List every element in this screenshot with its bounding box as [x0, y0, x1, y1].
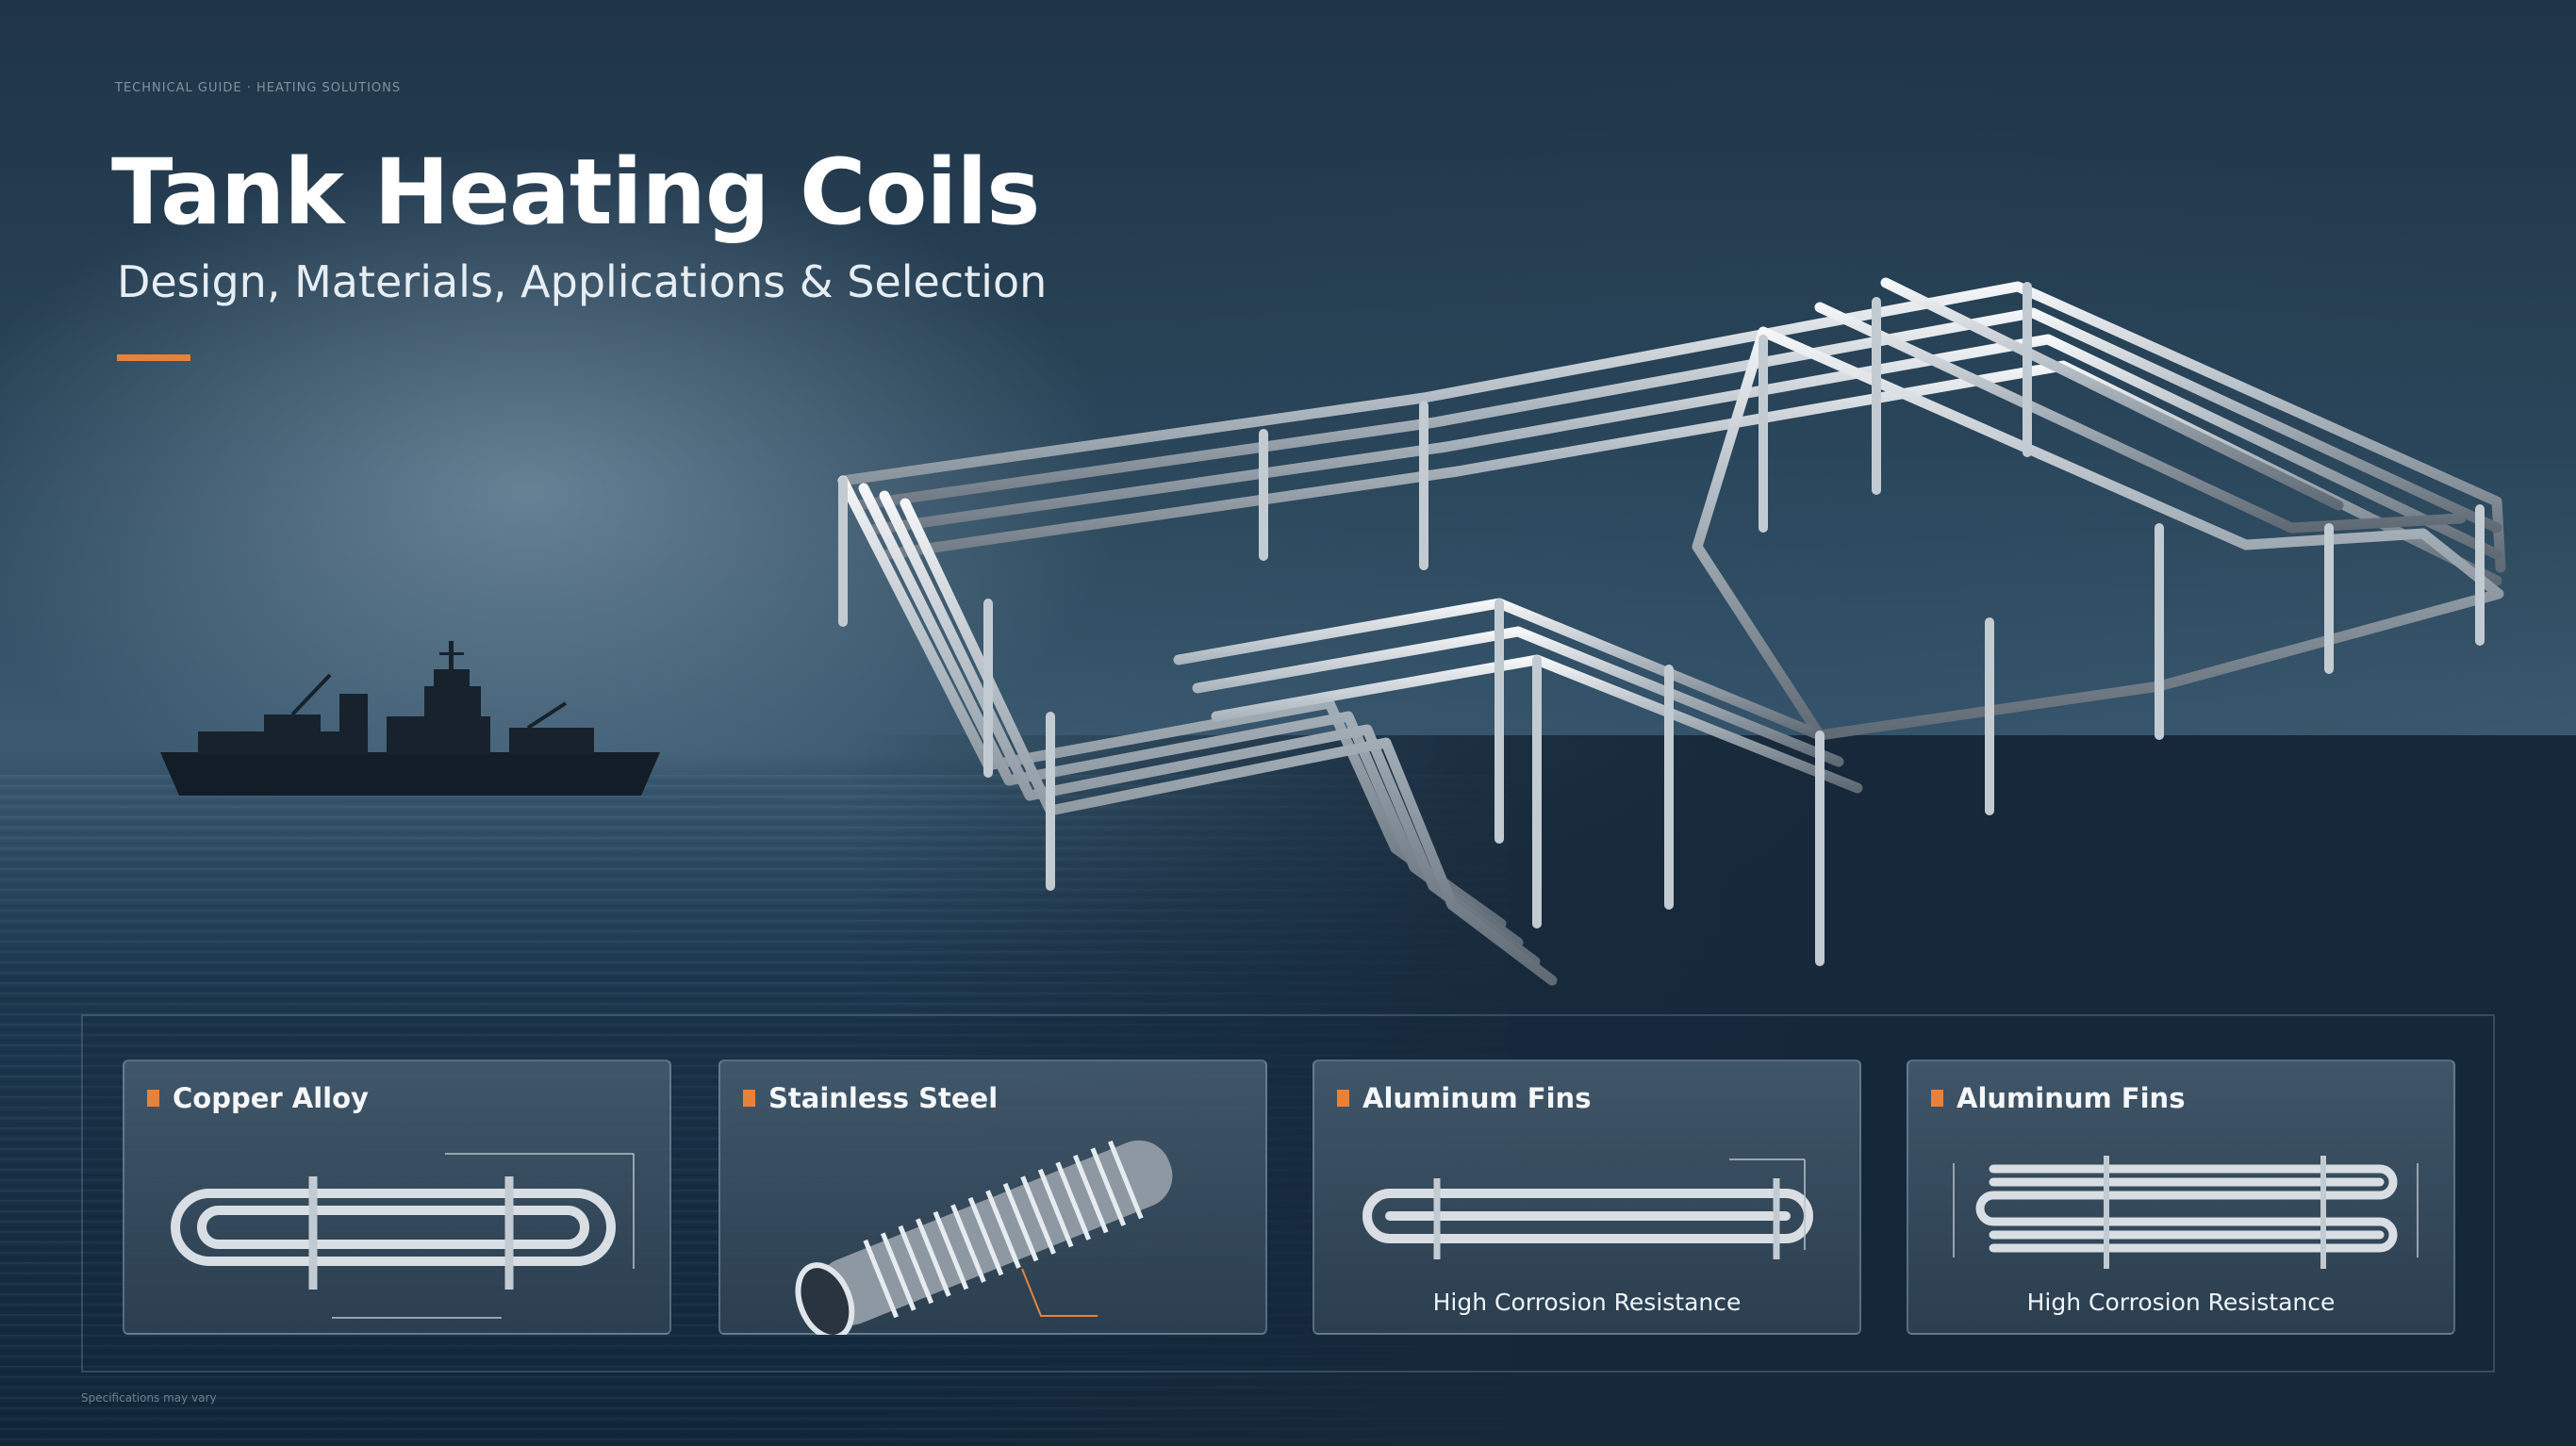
footer-note: Specifications may vary: [81, 1391, 217, 1405]
eyebrow-text: TECHNICAL GUIDE · HEATING SOLUTIONS: [115, 81, 402, 95]
card-caption: High Corrosion Resistance: [2026, 1289, 2336, 1316]
serpentine-coil-icon: [1953, 1156, 2419, 1269]
card-marker: [147, 1090, 159, 1107]
card-label: Aluminum Fins: [1362, 1082, 1592, 1114]
card-label: Aluminum Fins: [1957, 1082, 2186, 1114]
card-caption: High Corrosion Resistance: [1432, 1289, 1742, 1316]
material-card-aluminum-fins[interactable]: Aluminum Fins High Corrosion Resistance: [1313, 1060, 1861, 1335]
card-title: Stainless Steel: [743, 1082, 998, 1114]
page-subtitle: Design, Materials, Applications & Select…: [117, 256, 1048, 307]
coiled-tube-bundle-icon: [795, 1140, 1173, 1335]
material-card-aluminum-fins-2[interactable]: Aluminum Fins High Corrosion Resistance: [1907, 1060, 2455, 1335]
material-card-copper-alloy[interactable]: Copper Alloy: [123, 1060, 671, 1335]
hairpin-coil-icon: [1362, 1158, 1813, 1259]
card-title: Copper Alloy: [147, 1082, 369, 1114]
page-title: Tank Heating Coils: [111, 140, 1040, 245]
ship-silhouette-icon: [160, 641, 660, 796]
u-tube-coil-icon: [171, 1153, 635, 1319]
card-label: Copper Alloy: [173, 1082, 369, 1114]
card-title: Aluminum Fins: [1337, 1082, 1591, 1114]
accent-bar: [117, 354, 190, 361]
material-card-stainless-steel[interactable]: Stainless Steel: [718, 1060, 1267, 1335]
card-marker: [743, 1090, 755, 1107]
card-label: Stainless Steel: [768, 1082, 999, 1114]
tank-heating-coil-illustration: [837, 277, 2506, 986]
card-marker: [1931, 1090, 1943, 1107]
card-marker: [1337, 1090, 1349, 1107]
card-title: Aluminum Fins: [1931, 1082, 2185, 1114]
